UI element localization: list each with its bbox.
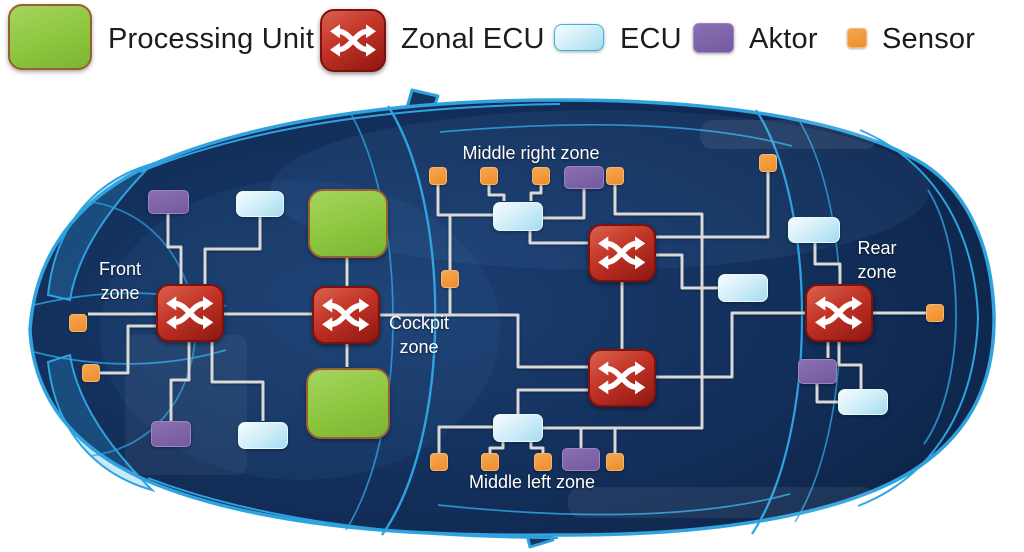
ecu-center-right bbox=[718, 274, 768, 302]
sensor-ml-1 bbox=[430, 453, 448, 471]
sensor-front-2 bbox=[82, 364, 100, 382]
wire-ecu-rear-top--zonal-ecu-rear bbox=[813, 243, 842, 284]
processing-unit-bottom bbox=[306, 367, 390, 439]
wire-sensor-mr-3--ecu-middle-right bbox=[529, 185, 543, 201]
processing-unit-top bbox=[308, 188, 388, 258]
aktor-rear bbox=[797, 358, 837, 384]
wire-sensor-ml-1--ecu-middle-left bbox=[437, 425, 493, 453]
wire-zonal-ecu-middle-right--sensor-rear-top bbox=[656, 172, 770, 239]
zonal-ecu-middle-left bbox=[588, 349, 656, 407]
sensor-mr-3 bbox=[532, 167, 550, 185]
wire-aktor-middle-right--ecu-middle-right bbox=[543, 189, 586, 220]
wire-ecu-middle-right--zonal-ecu-middle-right bbox=[528, 231, 588, 245]
ecu-middle-right bbox=[493, 201, 543, 231]
zonal-ecu-cockpit bbox=[312, 286, 380, 344]
processing-unit-legend-label: Processing Unit bbox=[108, 22, 315, 55]
aktor-front-top bbox=[147, 190, 189, 214]
shuffle-arrows-icon bbox=[166, 294, 213, 332]
wire-aktor-rear--ecu-rear-bottom bbox=[815, 384, 838, 404]
wire-zonal-ecu-middle-right--ecu-center-right bbox=[656, 253, 718, 290]
wire-zonal-ecu-front--aktor-front-bottom bbox=[169, 342, 191, 421]
shuffle-arrows-icon bbox=[322, 296, 369, 334]
shuffle-arrows-icon bbox=[815, 294, 862, 332]
sensor-cockpit bbox=[441, 270, 459, 288]
aktor-middle-left bbox=[562, 447, 600, 471]
wire-zonal-ecu-front--ecu-front-bottom bbox=[210, 342, 265, 421]
sensor-mr-2 bbox=[480, 167, 498, 185]
sensor-mr-1 bbox=[429, 167, 447, 185]
ecu-middle-left bbox=[493, 414, 543, 442]
zonal-ecu-middle-right bbox=[588, 224, 656, 282]
wire-ecu-middle-left--zonal-ecu-middle-left bbox=[516, 388, 588, 414]
sensor-swatch bbox=[847, 28, 867, 48]
sensor-rear-right bbox=[926, 304, 944, 322]
zonal-ecu-front bbox=[156, 284, 224, 342]
sensor-ml-4 bbox=[606, 453, 624, 471]
wire-sensor-mr-4--ecu-middle-left bbox=[543, 185, 704, 430]
zonal-ecu-legend-label: Zonal ECU bbox=[401, 22, 545, 55]
processing-unit-swatch bbox=[8, 4, 92, 70]
zonal-ecu-rear bbox=[805, 284, 873, 342]
middle-right-zone-label: Middle right zone bbox=[462, 143, 600, 163]
aktor-middle-right bbox=[564, 165, 604, 189]
sensor-legend-label: Sensor bbox=[882, 22, 976, 55]
sensor-mr-4 bbox=[606, 167, 624, 185]
wire-aktor-front-top--zonal-ecu-front bbox=[166, 214, 183, 284]
ecu-rear-top bbox=[788, 217, 840, 243]
shuffle-arrows-icon bbox=[598, 234, 645, 272]
sensor-front-1 bbox=[69, 314, 87, 332]
shuffle-arrows-icon bbox=[330, 22, 376, 59]
wire-sensor-ml-2--ecu-middle-left bbox=[488, 442, 505, 453]
wire-ecu-front-top--zonal-ecu-front bbox=[203, 217, 262, 284]
ecu-rear-bottom bbox=[838, 389, 888, 415]
wire-zonal-ecu-middle-left--zonal-ecu-rear bbox=[656, 311, 805, 379]
ecu-swatch bbox=[554, 24, 604, 51]
ecu-front-bottom bbox=[238, 421, 288, 449]
ecu-legend-label: ECU bbox=[620, 22, 682, 55]
wire-zonal-ecu-front--sensor-front-2 bbox=[100, 324, 156, 375]
wire-sensor-mr-1--ecu-middle-right bbox=[436, 185, 493, 217]
ecu-front-top bbox=[236, 191, 284, 217]
wire-sensor-ml-3--ecu-middle-left bbox=[529, 442, 545, 453]
sensor-ml-2 bbox=[481, 453, 499, 471]
shuffle-arrows-icon bbox=[598, 359, 645, 397]
zonal-ecu-swatch bbox=[320, 9, 386, 72]
legend: Processing Unit Zonal ECU ECU Aktor Sens… bbox=[0, 0, 1024, 86]
middle-left-zone-label: Middle left zone bbox=[468, 472, 596, 492]
aktor-legend-label: Aktor bbox=[749, 22, 818, 55]
aktor-front-bottom bbox=[151, 421, 191, 447]
sensor-ml-3 bbox=[534, 453, 552, 471]
wire-sensor-mr-2--ecu-middle-right bbox=[487, 185, 506, 201]
sensor-rear-top bbox=[759, 154, 777, 172]
aktor-swatch bbox=[693, 23, 734, 53]
wire-zonal-ecu-rear--ecu-rear-bottom bbox=[837, 342, 863, 389]
